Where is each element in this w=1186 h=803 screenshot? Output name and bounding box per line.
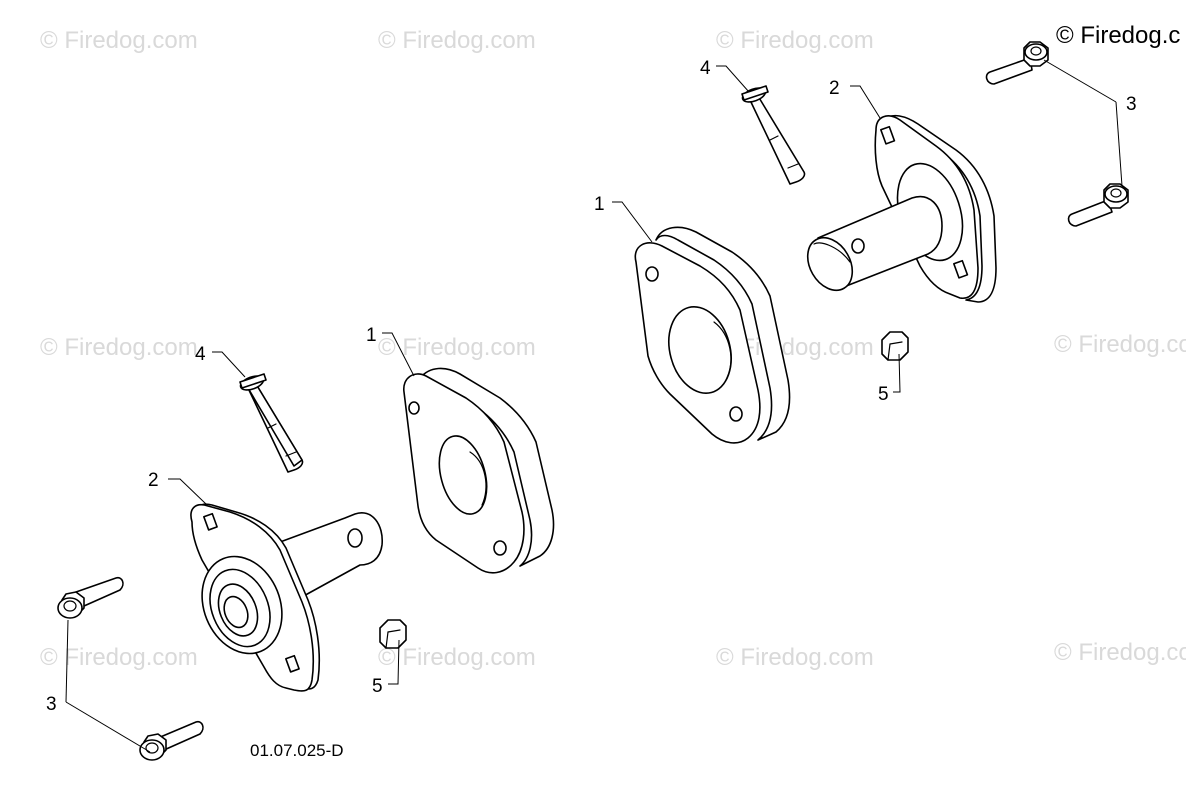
callout-part-4-right: 4 bbox=[700, 58, 711, 79]
watermark: © Firedog.com bbox=[378, 27, 536, 54]
watermark: © Firedog.com bbox=[378, 334, 536, 361]
callout-part-3-left: 3 bbox=[46, 694, 57, 715]
watermark: © Firedog.com bbox=[40, 27, 198, 54]
flange-bolt-left-upper bbox=[57, 576, 124, 619]
spacer-block-left bbox=[403, 367, 555, 574]
flange-bolt-left-lower bbox=[139, 720, 204, 761]
flange-bolt-right-lower bbox=[1067, 183, 1129, 227]
callout-labels: 2 4 1 5 3 1 4 2 5 3 bbox=[46, 58, 1137, 715]
spacer-block-right bbox=[634, 226, 791, 444]
leader-lines bbox=[65, 59, 1123, 753]
callout-part-1-left: 1 bbox=[366, 325, 377, 346]
flange-bolt-right-upper bbox=[985, 41, 1049, 85]
hex-nut-left bbox=[379, 619, 407, 649]
long-bolt-right bbox=[741, 85, 806, 185]
callout-part-4-left: 4 bbox=[195, 344, 206, 365]
callout-part-5-left: 5 bbox=[372, 676, 383, 697]
long-bolt-left bbox=[239, 373, 304, 473]
callout-part-2-left: 2 bbox=[148, 470, 159, 491]
watermark: © Firedog.com bbox=[716, 644, 874, 671]
hex-nut-right bbox=[881, 331, 909, 361]
watermark: © Firedog.com bbox=[1054, 639, 1186, 666]
watermark: © Firedog.com bbox=[40, 644, 198, 671]
flange-bearing-left bbox=[190, 503, 383, 692]
callout-part-5-right: 5 bbox=[878, 384, 889, 405]
drawing-code: 01.07.025-D bbox=[250, 741, 344, 760]
callout-part-1-right: 1 bbox=[594, 194, 605, 215]
watermark-layer: © Firedog.com © Firedog.com © Firedog.co… bbox=[40, 27, 1186, 671]
callout-part-3-right: 3 bbox=[1126, 94, 1137, 115]
callout-part-2-right: 2 bbox=[829, 78, 840, 99]
watermark: © Firedog.com bbox=[40, 334, 198, 361]
watermark: © Firedog.com bbox=[378, 644, 536, 671]
watermark: © Firedog.com bbox=[1054, 331, 1186, 358]
copyright-notice: © Firedog.c bbox=[1056, 22, 1180, 49]
watermark: © Firedog.com bbox=[716, 27, 874, 54]
flange-bearing-right bbox=[806, 114, 997, 303]
